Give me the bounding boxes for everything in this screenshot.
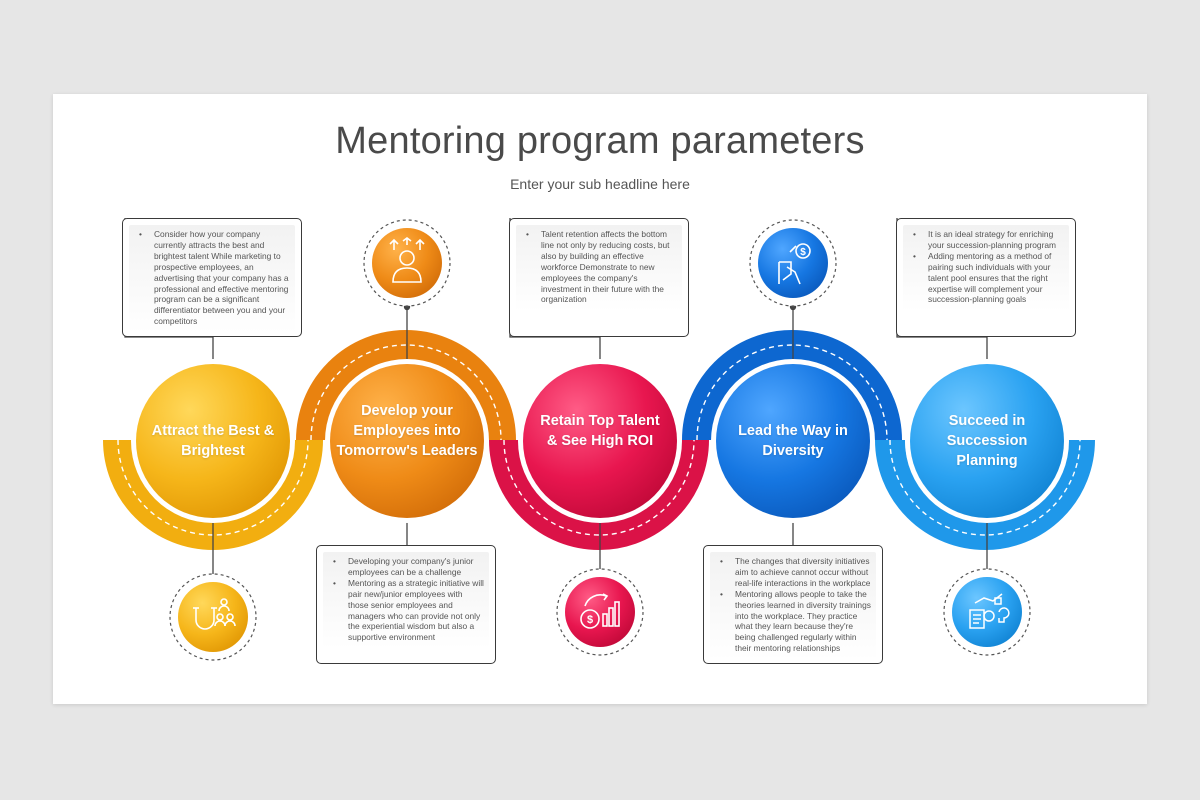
bullet-text: Mentoring allows people to take the theo… — [720, 589, 872, 654]
page-title: Mentoring program parameters — [335, 120, 865, 162]
magnet-people-icon — [193, 598, 236, 630]
stage-4-label: Lead the Way in Diversity — [738, 423, 848, 459]
page-subtitle: Enter your sub headline here — [510, 176, 690, 192]
stage-2-circle — [330, 364, 484, 518]
bullet-text: Talent retention affects the bottom line… — [526, 229, 678, 305]
stage-circles — [131, 359, 1069, 523]
bullet-text: It is an ideal strategy for enriching yo… — [913, 229, 1065, 251]
stage-2-textbox: Developing your company's junior employe… — [316, 545, 496, 664]
stage-3-label: Retain Top Talent & See High ROI — [540, 413, 660, 449]
succession-plan-icon — [969, 593, 1010, 629]
stage-1-label: Attract the Best & Brightest — [151, 423, 275, 459]
icon-circles — [169, 219, 1031, 661]
bullet-text: Consider how your company currently attr… — [139, 229, 291, 327]
stage-5-circle — [910, 364, 1064, 518]
bullet-text: Developing your company's junior employe… — [333, 556, 485, 578]
stage-5-textbox: It is an ideal strategy for enriching yo… — [896, 218, 1076, 337]
stage-1-circle — [136, 364, 290, 518]
stage-4-textbox: The changes that diversity initiatives a… — [703, 545, 883, 664]
svg-text:$: $ — [587, 614, 593, 626]
svg-text:$: $ — [800, 247, 806, 258]
roi-chart-icon: $ — [580, 593, 620, 629]
diversity-hands-icon: $ — [778, 243, 811, 285]
leader-growth-icon — [389, 237, 425, 283]
arc-bands — [103, 330, 1095, 550]
stage-2-label: Develop your Employees into Tomorrow's L… — [336, 403, 478, 459]
bullet-text: Mentoring as a strategic initiative will… — [333, 578, 485, 643]
bullet-text: Adding mentoring as a method of pairing … — [913, 251, 1065, 306]
stage-3-circle — [523, 364, 677, 518]
stage-3-textbox: Talent retention affects the bottom line… — [509, 218, 689, 337]
stage-4-circle — [716, 364, 870, 518]
stage-5-label: Succeed in Succession Planning — [946, 413, 1028, 469]
bullet-text: The changes that diversity initiatives a… — [720, 556, 872, 589]
stage-1-textbox: Consider how your company currently attr… — [122, 218, 302, 337]
